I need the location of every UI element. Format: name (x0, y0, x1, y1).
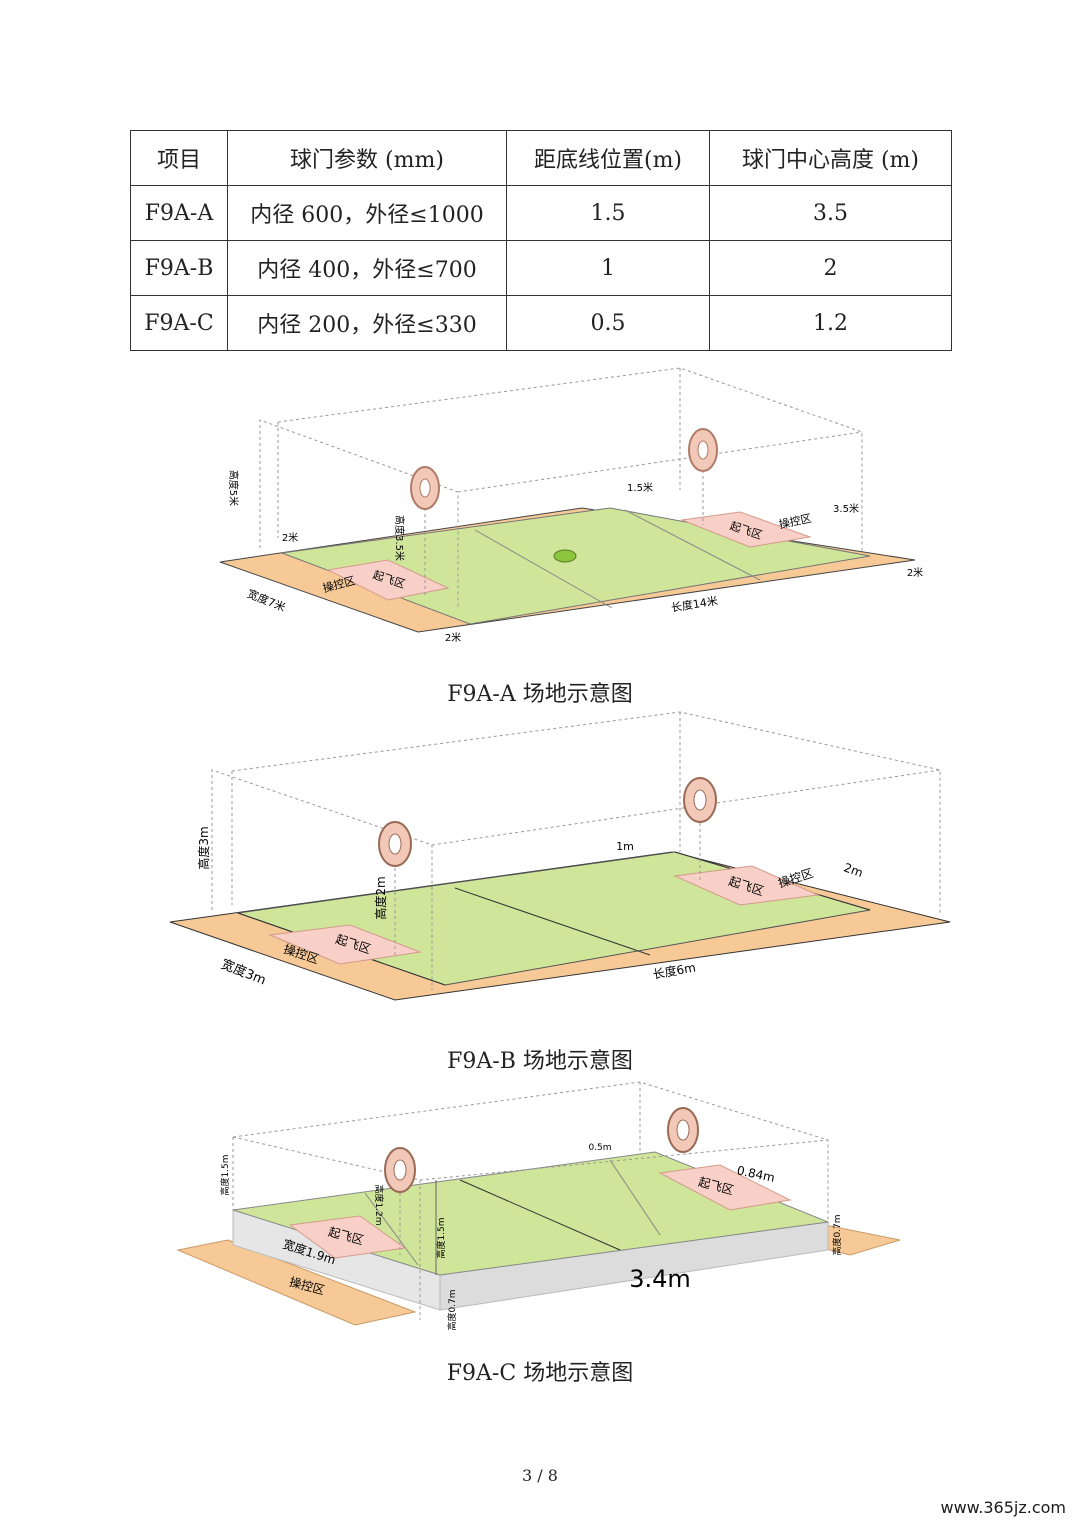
field-diagram-b: 高度3m 高度2m 1m 2m 宽度3m 长度6m 起飞区 起飞区 操控区 操控… (169, 711, 951, 1001)
enclosure-line (419, 1139, 829, 1181)
page-number: 3 / 8 (522, 1466, 558, 1485)
enclosure-line (259, 419, 459, 610)
header-cell: 球门中心高度 (m) (709, 130, 952, 186)
watermark: www.365jz.com (940, 1498, 1066, 1517)
table-cell: 内径 400，外径≤700 (227, 240, 507, 296)
field-diagram-a: 高度5米 高度3.5米 2米 1.5米 3.5米 2米 2米 宽度7米 长度14… (219, 367, 923, 644)
goal-ring-hole (388, 833, 402, 855)
header-cell: 项目 (130, 130, 228, 186)
field-line (454, 887, 651, 956)
takeoff-zone-left (326, 559, 450, 601)
goal-height-label: 高度2m (373, 876, 388, 919)
table-cell: F9A-C (130, 295, 228, 351)
header-cell: 球门参数 (mm) (227, 130, 507, 186)
goal-ring-hole (697, 440, 709, 460)
goal-ring-hole (676, 1119, 690, 1141)
field-line (474, 529, 613, 609)
dimension-label: 2米 (282, 531, 298, 544)
dimension-label: 2米 (445, 631, 461, 644)
table-row: F9A-C 内径 200，外径≤330 0.5 1.2 (130, 295, 952, 351)
length-label: 长度6m (652, 959, 697, 981)
table-cell: 3.5 (709, 185, 952, 241)
goal-ring-hole (393, 1159, 407, 1181)
diagram-caption: F9A-B 场地示意图 (447, 1049, 633, 1074)
takeoff-zone-right (673, 865, 820, 906)
field-diagram-c: 高度1.5m 高度1.2m 0.5m 0.84m 高度1.5m 高度0.7m 高… (176, 1081, 901, 1331)
height-label: 高度5米 (227, 470, 240, 506)
dimension-label: 2m (842, 860, 865, 880)
field-line (459, 1179, 621, 1251)
table-cell: 1.2 (709, 295, 952, 351)
takeoff-zone-left (288, 1215, 407, 1259)
enclosure-line (431, 769, 941, 846)
control-zone (176, 1239, 417, 1326)
diagram-caption: F9A-A 场地示意图 (447, 682, 633, 707)
table-cell: F9A-A (130, 185, 228, 241)
table-cell: 内径 600，外径≤1000 (227, 185, 507, 241)
height-label: 高度1.5m (435, 1217, 447, 1258)
enclosure-line (232, 1081, 829, 1222)
table-cell: 0.5 (506, 295, 710, 351)
field-line (624, 509, 761, 581)
table-row: F9A-A 内径 600，外径≤1000 1.5 3.5 (130, 185, 952, 241)
width-label: 宽度7米 (245, 586, 287, 614)
table-header-row: 项目 球门参数 (mm) 距底线位置(m) 球门中心高度 (m) (130, 130, 952, 186)
goal-ring-hole (419, 478, 431, 498)
header-cell: 距底线位置(m) (506, 130, 710, 186)
table-cell: 内径 200，外径≤330 (227, 295, 507, 351)
height-label: 高度0.7m (446, 1289, 458, 1330)
spec-table: 项目 球门参数 (mm) 距底线位置(m) 球门中心高度 (m) F9A-A 内… (130, 130, 952, 351)
height-label: 高度1.5m (219, 1154, 231, 1195)
width-label: 宽度3m (219, 956, 269, 988)
takeoff-zone-right (658, 1164, 792, 1211)
table-cell: 1 (506, 240, 710, 296)
goal-height-label: 高度3.5米 (393, 515, 406, 561)
goal-height-label: 高度1.2m (373, 1184, 385, 1225)
table-cell: 1.5 (506, 185, 710, 241)
takeoff-zone-right (680, 511, 812, 548)
center-circle (553, 549, 577, 563)
length-label: 3.4m (629, 1265, 691, 1293)
dimension-label: 1m (616, 840, 634, 853)
height-label: 高度0.7m (831, 1214, 843, 1255)
field-line (364, 1192, 419, 1266)
takeoff-zone-left (268, 924, 422, 965)
dimension-label: 3.5米 (833, 502, 859, 515)
dimension-label: 0.5m (588, 1143, 611, 1153)
table-row: F9A-B 内径 400，外径≤700 1 2 (130, 240, 952, 296)
field-line (609, 1159, 661, 1236)
height-label: 高度3m (196, 826, 211, 869)
zone-label: 操控区 (778, 511, 813, 532)
enclosure-line (211, 769, 433, 990)
diagram-caption: F9A-C 场地示意图 (446, 1361, 634, 1386)
length-label: 长度14米 (670, 593, 719, 614)
enclosure-line (457, 431, 863, 493)
field-green (281, 507, 871, 625)
enclosure-line (277, 367, 863, 568)
goal-ring-hole (693, 789, 707, 811)
table-cell: 2 (709, 240, 952, 296)
dimension-label: 2米 (907, 566, 923, 579)
table-cell: F9A-B (130, 240, 228, 296)
dimension-label: 1.5米 (627, 481, 653, 494)
